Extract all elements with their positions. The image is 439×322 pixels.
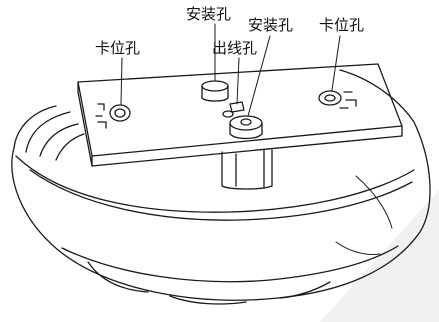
label-mounting-hole-top: 安装孔 [186, 5, 232, 23]
mounting-boss-top [201, 80, 229, 92]
dome-base-curve [61, 245, 399, 283]
leader-cable [236, 57, 240, 105]
support-post [221, 149, 273, 190]
mounting-boss-center-body [229, 122, 263, 140]
dome-rim-inner-1 [25, 111, 71, 153]
clip-hole-right-slots [339, 91, 357, 109]
mounting-boss-body [201, 85, 229, 102]
leader-clip-right [331, 35, 341, 91]
mounting-plate-side [77, 81, 403, 167]
dome-reflection-2 [335, 241, 381, 255]
dome-rim-line [15, 155, 415, 213]
clip-hole-right [318, 90, 342, 106]
dome-rim-inner-2 [39, 123, 79, 157]
label-clip-hole-left: 卡位孔 [95, 39, 141, 57]
label-mounting-hole-right: 安装孔 [248, 16, 294, 34]
dome-base-lobes [87, 261, 331, 305]
dome-outer-shell [11, 69, 431, 301]
support-post-edge [235, 149, 265, 189]
cable-hole [229, 101, 245, 113]
label-clip-hole-right: 卡位孔 [319, 16, 365, 34]
label-cable-hole: 出线孔 [212, 39, 258, 57]
clip-hole-left [109, 104, 131, 122]
leader-clip-left [120, 57, 123, 105]
dome-rim-left [13, 105, 57, 149]
mounting-boss-center-hole [240, 118, 252, 126]
leader-mount-right [247, 35, 271, 117]
clip-hole-right-inner [324, 94, 336, 102]
clip-hole-left-inner [114, 108, 126, 118]
mounting-boss-center [229, 115, 263, 131]
clip-hole-left-slots [95, 103, 107, 129]
dome-rim-inner-3 [55, 133, 85, 161]
mounting-plate-top [77, 63, 403, 157]
cable-hole-ring [222, 110, 234, 118]
dome-rim-line-2 [29, 169, 413, 221]
dome-reflection [355, 175, 393, 229]
